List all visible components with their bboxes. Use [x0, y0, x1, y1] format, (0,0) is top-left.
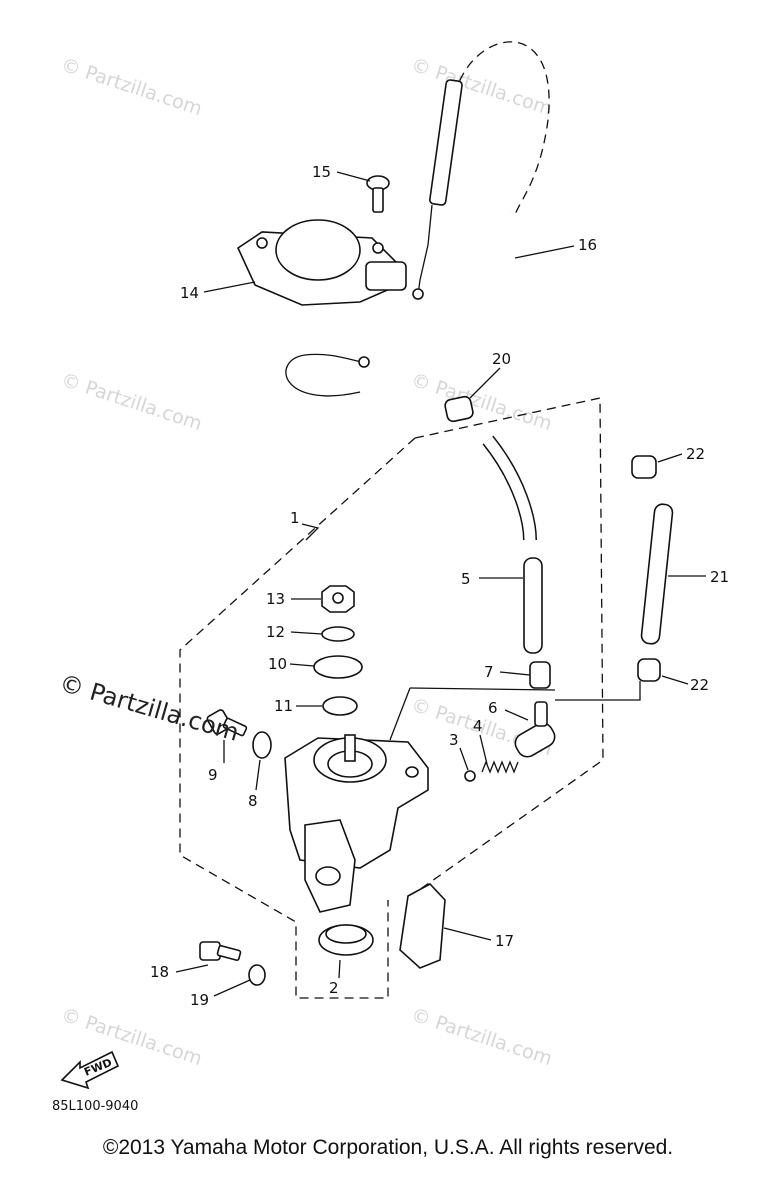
hose-5-inner: [483, 436, 536, 541]
fitting-part-7: [529, 661, 551, 689]
watermark-text: © Partzilla.com: [58, 369, 204, 435]
copyright-footer: ©2013 Yamaha Motor Corporation, U.S.A. A…: [102, 1136, 674, 1159]
cover-part-14: [236, 219, 407, 306]
callout-7: 7: [484, 663, 494, 681]
assembly-outline: [179, 397, 604, 999]
callout-15: 15: [312, 163, 331, 181]
callout-2: 2: [329, 979, 339, 997]
callout-5: 5: [461, 570, 471, 588]
callout-3: 3: [449, 731, 459, 749]
cap-part-22: [637, 658, 661, 682]
ball-part-3: [464, 770, 476, 782]
wire-loop: [285, 353, 363, 397]
callout-16: 16: [578, 236, 597, 254]
watermark-text: © Partzilla.com: [58, 54, 204, 120]
hose-16-inner: [358, 210, 515, 395]
cable-end: [417, 204, 433, 296]
fwd-arrow-icon: FWD: [60, 1050, 120, 1090]
callout-22: 22: [690, 676, 709, 694]
watermark-layer: © Partzilla.com © Partzilla.com © Partzi…: [58, 54, 554, 1070]
elbow-part-6: [514, 701, 556, 758]
watermark-text: © Partzilla.com: [58, 1004, 204, 1070]
diagram-code: 85L100-9040: [52, 1099, 138, 1114]
wire-end: [358, 356, 370, 368]
washer-part-11: [322, 696, 358, 716]
washer-part-12: [321, 626, 355, 642]
washer-part-10: [313, 655, 363, 679]
callout-1: 1: [290, 509, 300, 527]
callout-9: 9: [208, 766, 218, 784]
seal-part-2: [318, 924, 374, 956]
nut-part-13: [321, 585, 355, 613]
pump-body: [284, 734, 429, 913]
spring-part-4: [481, 760, 519, 774]
callout-12: 12: [266, 623, 285, 641]
washer-part-19: [248, 964, 266, 986]
cable-sleeve: [429, 79, 463, 206]
callout-22: 22: [686, 445, 705, 463]
callout-17: 17: [495, 932, 514, 950]
hose-21: [640, 503, 674, 645]
washer-part-8: [252, 731, 272, 759]
callout-21: 21: [710, 568, 729, 586]
bolt-part-9: [206, 709, 248, 737]
callout-4: 4: [473, 717, 483, 735]
cable-dashed: [454, 41, 550, 216]
cap-part-22: [631, 455, 657, 479]
watermark-text: © Partzilla.com: [408, 54, 554, 120]
cap-part-20: [444, 395, 474, 423]
watermark-text: © Partzilla.com: [408, 1004, 554, 1070]
screw-part-15: [366, 175, 390, 213]
callout-labels: 1 2 3 4 5 6 7 8 9 10 11 12 13 14 15 16 1…: [150, 163, 729, 1009]
callout-19: 19: [190, 991, 209, 1009]
callout-20: 20: [492, 350, 511, 368]
callout-10: 10: [268, 655, 287, 673]
callout-13: 13: [266, 590, 285, 608]
callout-11: 11: [274, 697, 293, 715]
cable-nipple: [412, 288, 424, 300]
hose-5: [523, 557, 543, 654]
callout-6: 6: [488, 699, 498, 717]
callout-14: 14: [180, 284, 199, 302]
watermark-prominent: © Partzilla.com: [56, 669, 242, 747]
leader-lines: [175, 171, 706, 997]
callout-18: 18: [150, 963, 169, 981]
hose-16: [359, 211, 513, 393]
callout-8: 8: [248, 792, 258, 810]
gasket-part-17: [399, 883, 446, 969]
bolt-part-18: [199, 941, 242, 962]
watermark-text: © Partzilla.com: [408, 369, 554, 435]
